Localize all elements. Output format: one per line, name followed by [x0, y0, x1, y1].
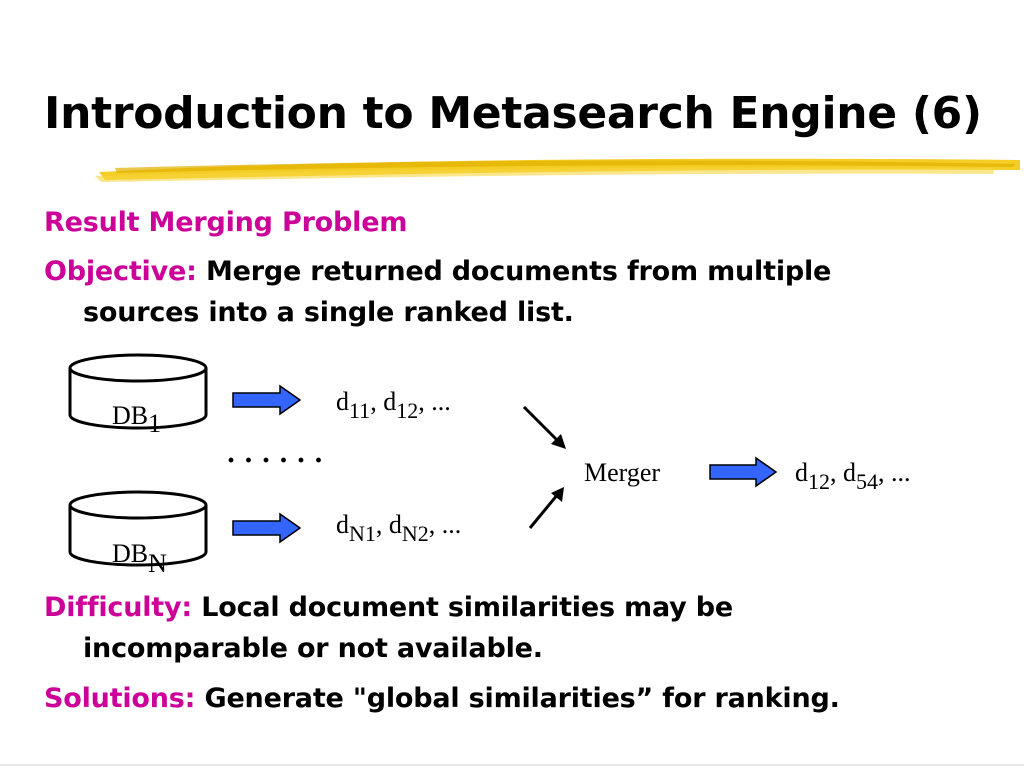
objective-label: Objective:	[44, 256, 197, 287]
dbn-doc-list: dN1, dN2, ...	[336, 510, 461, 546]
difficulty-text: Local document similarities may be	[201, 592, 733, 623]
merger-arrow	[709, 456, 778, 488]
slide-title: Introduction to Metasearch Engine (6)	[44, 88, 982, 139]
solutions-label: Solutions:	[44, 683, 196, 714]
solutions-line: Solutions: Generate "global similarities…	[44, 683, 840, 714]
db1-to-merger-arrow	[522, 405, 566, 449]
bottom-divider	[0, 764, 1024, 766]
result-merging-diagram: DB1 DBN · · · · · · d11, d12, ... dN1, d…	[68, 353, 911, 578]
objective-line: Objective: Merge returned documents from…	[44, 256, 831, 287]
db1-doc-list: d11, d12, ...	[336, 387, 451, 423]
merged-result-list: d12, d54, ...	[795, 458, 911, 494]
dbn-label: DBN	[112, 539, 167, 578]
section-heading: Result Merging Problem	[44, 207, 408, 238]
dbn-cylinder	[68, 490, 208, 567]
ellipsis-dots: · · · · · ·	[226, 444, 324, 477]
db1-label: DB1	[112, 401, 161, 438]
objective-text: Merge returned documents from multiple	[205, 256, 832, 287]
dbn-to-merger-arrow	[528, 487, 564, 529]
db1-arrow	[232, 384, 302, 416]
dbn-arrow	[232, 512, 302, 544]
merger-label: Merger	[584, 458, 660, 487]
difficulty-line: Difficulty: Local document similarities …	[44, 592, 733, 623]
solutions-text: Generate "global similarities” for ranki…	[204, 683, 840, 714]
objective-text-cont: sources into a single ranked list.	[83, 297, 574, 328]
title-highlight-stroke	[95, 158, 1020, 182]
difficulty-text-cont: incomparable or not available.	[83, 633, 543, 664]
difficulty-label: Difficulty:	[44, 592, 193, 623]
db1-cylinder	[68, 353, 208, 430]
